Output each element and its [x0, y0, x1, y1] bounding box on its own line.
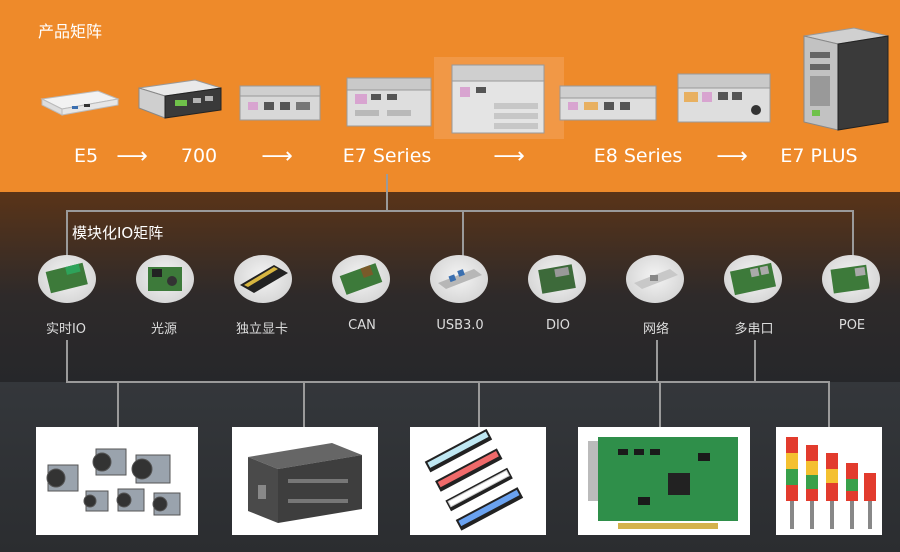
io-module-image: [332, 255, 390, 303]
io-module-image: [822, 255, 880, 303]
io-module-image: [528, 255, 586, 303]
connector-line: [66, 210, 853, 212]
device-e7-plus-image: [803, 27, 889, 131]
io-label-multi-serial: 多串口: [734, 322, 774, 337]
connector-line: [754, 340, 756, 382]
product-label-e8-series: E8 Series: [593, 145, 683, 167]
device-e8-large-image: [677, 73, 771, 123]
connector-line: [66, 340, 68, 382]
io-module-image: [234, 255, 292, 303]
device-e7-large-image: [434, 57, 564, 139]
arrow-icon: ⟶: [261, 144, 293, 169]
device-700b-image: [239, 85, 321, 121]
product-label-e7-plus: E7 PLUS: [780, 145, 858, 167]
led-light-bars-icon: [410, 427, 546, 535]
connector-line: [659, 381, 661, 427]
io-label-can: CAN: [348, 318, 376, 333]
device-e8-image: [559, 85, 657, 121]
io-module-image: [136, 255, 194, 303]
io-label-usb3: USB3.0: [436, 318, 484, 333]
io-module-image: [626, 255, 684, 303]
io-label-realtime-io: 实时IO: [45, 322, 87, 337]
signal-tower-lights-icon: [776, 427, 882, 535]
arrow-icon: ⟶: [493, 144, 525, 169]
connector-line: [852, 210, 854, 258]
connector-line: [828, 381, 830, 427]
connector-line: [656, 340, 658, 382]
io-matrix-title: 模块化IO矩阵: [72, 224, 164, 242]
industrial-camera-icon: [36, 427, 198, 535]
product-matrix-title: 产品矩阵: [38, 22, 103, 41]
io-label-network: 网络: [642, 322, 670, 337]
connector-line: [66, 381, 830, 383]
arrow-icon: ⟶: [716, 144, 748, 169]
connector-line: [478, 381, 480, 427]
connector-line: [66, 210, 68, 258]
io-label-light-source: 光源: [150, 322, 178, 337]
io-module-image: [724, 255, 782, 303]
io-module-image: [430, 255, 488, 303]
device-e7-image: [346, 77, 432, 127]
plc-controller-icon: [232, 427, 378, 535]
product-label-700: 700: [180, 145, 218, 167]
device-e5-image: [40, 90, 120, 116]
io-label-gpu: 独立显卡: [235, 322, 289, 337]
io-label-poe: POE: [838, 318, 866, 333]
io-card-pcb-icon: [578, 427, 750, 535]
io-label-dio: DIO: [545, 318, 571, 333]
connector-line: [462, 210, 464, 258]
device-700-image: [138, 79, 222, 119]
io-module-image: [38, 255, 96, 303]
connector-line: [117, 381, 119, 427]
arrow-icon: ⟶: [116, 144, 148, 169]
connector-line: [303, 381, 305, 427]
product-label-e7-series: E7 Series: [342, 145, 432, 167]
product-label-e5: E5: [73, 145, 99, 167]
connector-line: [386, 174, 388, 210]
